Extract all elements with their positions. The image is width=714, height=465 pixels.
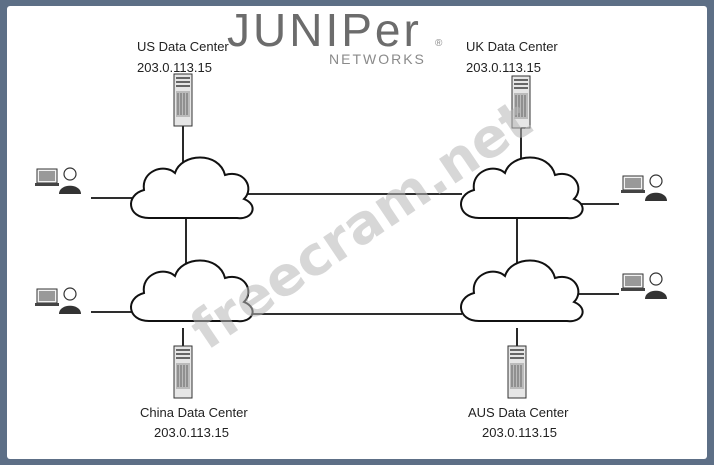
juniper-logo: JUNIPer NETWORKS ® xyxy=(227,6,444,67)
aus-dc-name: AUS Data Center xyxy=(468,405,569,420)
china-dc-ip: 203.0.113.15 xyxy=(154,425,229,440)
network-links xyxy=(91,120,619,348)
label-aus: AUS Data Center 203.0.113.15 xyxy=(468,405,569,440)
user-china xyxy=(34,287,82,315)
cloud-us xyxy=(130,156,254,220)
uk-dc-name: UK Data Center xyxy=(466,39,558,54)
uk-dc-ip: 203.0.113.15 xyxy=(466,60,541,75)
user-us xyxy=(34,167,82,195)
server-us xyxy=(173,73,193,127)
logo-mark: ® xyxy=(435,38,444,49)
label-china: China Data Center 203.0.113.15 xyxy=(140,405,248,440)
us-dc-name: US Data Center xyxy=(137,39,229,54)
user-uk xyxy=(620,174,668,202)
cloud-aus xyxy=(460,259,584,323)
network-diagram: JUNIPer NETWORKS ® US Data Center 203.0.… xyxy=(34,6,668,440)
aus-dc-ip: 203.0.113.15 xyxy=(482,425,557,440)
server-china xyxy=(173,345,193,399)
diagram-frame: JUNIPer NETWORKS ® US Data Center 203.0.… xyxy=(7,6,707,459)
us-dc-ip: 203.0.113.15 xyxy=(137,60,212,75)
china-dc-name: China Data Center xyxy=(140,405,248,420)
server-aus xyxy=(507,345,527,399)
logo-brand: JUNIPer xyxy=(227,6,422,56)
label-uk: UK Data Center 203.0.113.15 xyxy=(466,39,558,75)
user-aus xyxy=(620,272,668,300)
logo-sub: NETWORKS xyxy=(329,51,426,67)
label-us: US Data Center 203.0.113.15 xyxy=(137,39,229,75)
